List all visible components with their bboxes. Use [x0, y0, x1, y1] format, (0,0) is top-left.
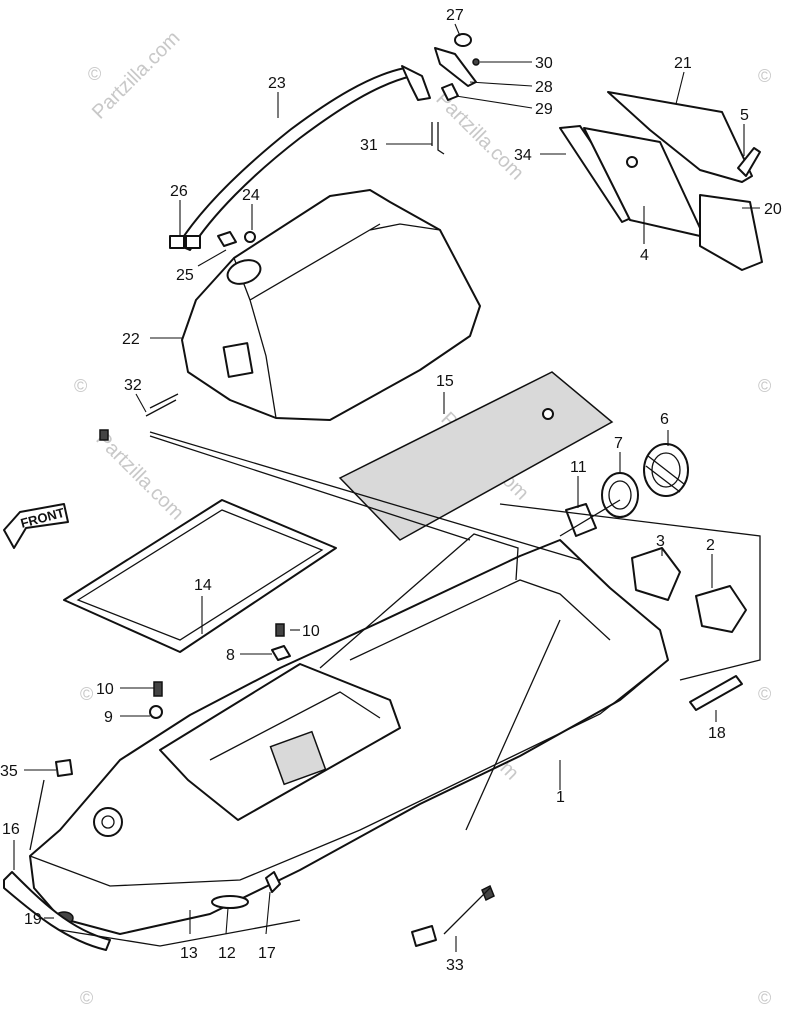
callout-2: 2: [706, 537, 715, 554]
callout-35: 35: [0, 763, 18, 780]
callout-34: 34: [514, 147, 532, 164]
callout-33: 33: [446, 957, 464, 974]
callout-6: 6: [660, 411, 669, 428]
watermark-text: Partzilla.com: [88, 27, 185, 124]
callout-31: 31: [360, 137, 378, 154]
callout-14: 14: [194, 577, 212, 594]
watermark-copyright: ©: [758, 66, 771, 86]
part-23-handle-strap: [177, 65, 431, 251]
part-31-rod: [431, 122, 445, 155]
part-15-hole: [542, 408, 554, 420]
part-4-hole: [626, 156, 638, 168]
callout-22: 22: [122, 331, 140, 348]
callout-1: 1: [556, 789, 565, 806]
assembly-guide-lines: [29, 431, 761, 947]
watermark-copyright: ©: [80, 684, 93, 704]
callout-23: 23: [268, 75, 286, 92]
watermark-copyright: ©: [758, 988, 771, 1008]
part-10-bolt-lower: [153, 681, 163, 697]
watermark-copyright: ©: [758, 684, 771, 704]
callout-labels: 27 30 28 29 23 21 5 31 34 26 24 20 25 4 …: [0, 7, 782, 974]
callout-29: 29: [535, 101, 553, 118]
callout-18: 18: [708, 725, 726, 742]
part-9-washer: [149, 705, 163, 719]
callout-15: 15: [436, 373, 454, 390]
callout-17: 17: [258, 945, 276, 962]
front-arrow: FRONT: [3, 503, 69, 549]
part-14-gasket: [63, 499, 337, 653]
watermark-text: Partzilla.com: [91, 428, 188, 525]
callout-10-lower: 10: [96, 681, 114, 698]
callout-9: 9: [104, 709, 113, 726]
part-11-cap: [565, 503, 597, 537]
part-33-clip-b: [481, 884, 495, 902]
callout-28: 28: [535, 79, 553, 96]
part-32-pin: [145, 393, 179, 417]
callout-3: 3: [656, 533, 665, 550]
callout-7: 7: [614, 435, 623, 452]
callout-21: 21: [674, 55, 692, 72]
callout-4: 4: [640, 247, 649, 264]
part-1-hull: [29, 533, 669, 935]
part-26-clip-b: [185, 235, 201, 249]
watermark-copyright: ©: [88, 64, 101, 84]
part-6-collar: [643, 443, 689, 497]
part-22-cover: [181, 189, 481, 421]
part-2-cap: [695, 585, 747, 633]
callout-27: 27: [446, 7, 464, 24]
part-7-ring: [601, 472, 639, 518]
part-20-pad: [699, 194, 763, 271]
watermark-text: Partzilla.com: [431, 88, 528, 185]
callout-5: 5: [740, 107, 749, 124]
part-26-clip: [169, 235, 185, 249]
part-18-pin: [689, 675, 743, 711]
callout-30: 30: [535, 55, 553, 72]
part-24-screw: [244, 231, 256, 243]
callout-16: 16: [2, 821, 20, 838]
watermark-copyright: ©: [758, 376, 771, 396]
part-16-trim: [3, 871, 111, 951]
watermark-copyright: ©: [80, 988, 93, 1008]
part-10-bolt-upper: [275, 623, 285, 637]
leader-lines: [13, 23, 760, 952]
callout-12: 12: [218, 945, 236, 962]
watermark-copyright: ©: [74, 376, 87, 396]
callout-19: 19: [24, 911, 42, 928]
part-8-nut: [271, 645, 291, 661]
part-3-mount: [631, 547, 681, 601]
part-27-knob: [454, 33, 472, 47]
callout-20: 20: [764, 201, 782, 218]
callout-11: 11: [570, 459, 587, 476]
callout-13: 13: [180, 945, 198, 962]
part-25-nut: [217, 231, 237, 247]
callout-8: 8: [226, 647, 235, 664]
part-33-clip: [411, 925, 437, 947]
callout-25: 25: [176, 267, 194, 284]
part-5-fastener: [737, 147, 761, 177]
callout-26: 26: [170, 183, 188, 200]
callout-32: 32: [124, 377, 142, 394]
callout-10-upper: 10: [302, 623, 320, 640]
part-30-pin: [472, 58, 480, 66]
part-32-bolt: [99, 429, 109, 441]
callout-24: 24: [242, 187, 260, 204]
part-35-plug: [55, 759, 73, 777]
part-21-pad: [607, 91, 753, 183]
part-28-latch: [434, 47, 477, 87]
